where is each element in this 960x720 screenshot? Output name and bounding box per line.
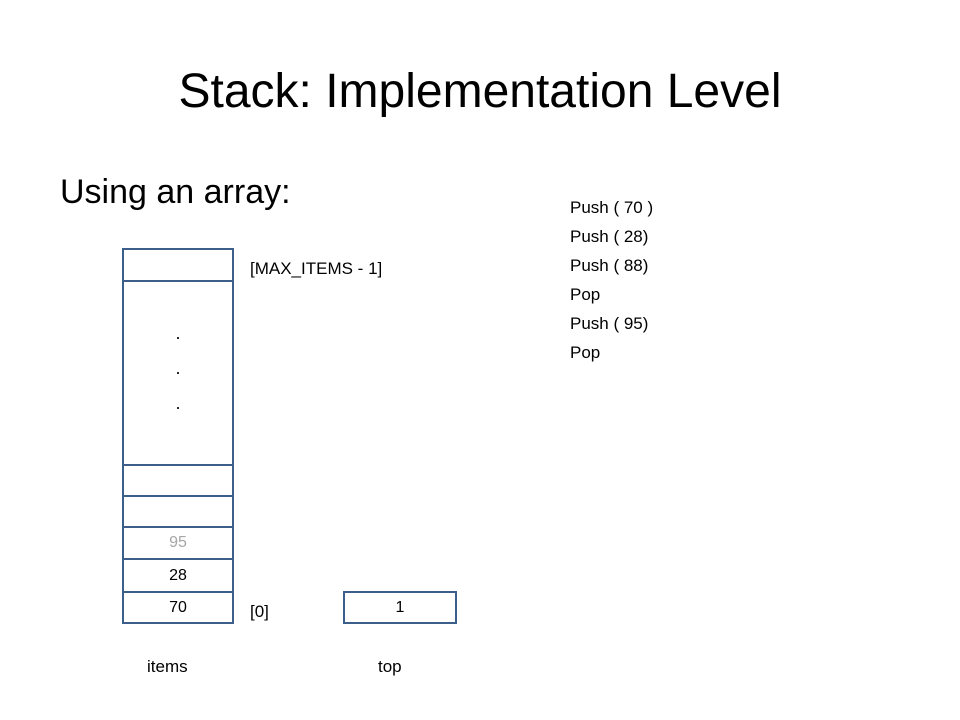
- array-cell: [122, 464, 234, 497]
- slide-subtitle: Using an array:: [60, 173, 291, 211]
- top-label: top: [378, 657, 402, 676]
- slide-title: Stack: Implementation Level: [178, 65, 782, 118]
- ellipsis-dot: .: [175, 358, 181, 378]
- ellipsis-dot: .: [175, 323, 181, 343]
- items-label: items: [147, 657, 188, 676]
- operation-item: Pop: [570, 285, 601, 304]
- array-cell-0: 70: [122, 591, 234, 624]
- ellipsis-dot: .: [175, 393, 181, 413]
- operation-item: Push ( 70 ): [570, 198, 654, 217]
- operation-item: Push ( 95): [570, 314, 649, 333]
- array-cell: 28: [122, 558, 234, 593]
- operations-list: Push ( 70 ) Push ( 28) Push ( 88) Pop Pu…: [570, 193, 653, 367]
- index-label-max: [MAX_ITEMS - 1]: [250, 259, 383, 278]
- array-cell-ellipsis: . . .: [122, 280, 234, 466]
- top-value-box: 1: [343, 591, 457, 624]
- array-cell: [122, 495, 234, 528]
- array-cell-inactive: 95: [122, 526, 234, 560]
- operation-item: Push ( 88): [570, 256, 649, 275]
- array-cell-max: [122, 248, 234, 282]
- operation-item: Push ( 28): [570, 227, 649, 246]
- operation-item: Pop: [570, 343, 601, 362]
- index-label-zero: [0]: [250, 602, 269, 621]
